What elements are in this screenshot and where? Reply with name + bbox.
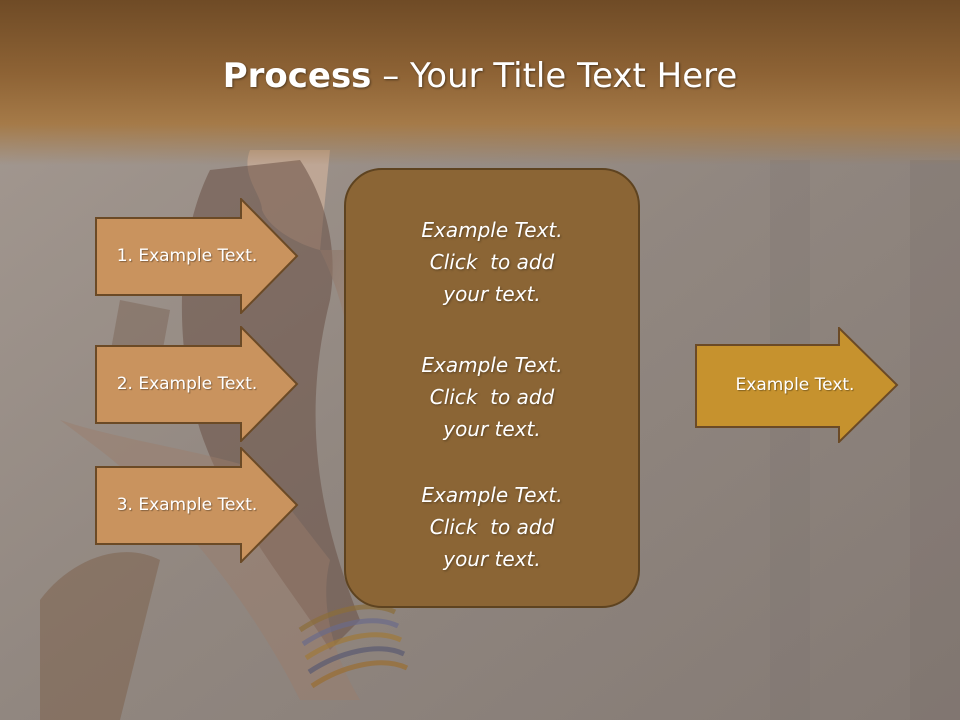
step-label: 3. Example Text. [116, 495, 258, 515]
panel-line: your text. [443, 547, 541, 571]
panel-line: Click to add [429, 515, 555, 539]
panel-line: your text. [443, 417, 541, 441]
panel-line: Click to add [429, 250, 555, 274]
step-label: 1. Example Text. [116, 246, 258, 266]
panel-block-2: Example Text. Click to add your text. [346, 349, 638, 445]
result-arrow[interactable]: Example Text. [695, 327, 899, 443]
slide-title[interactable]: Process – Your Title Text Here [0, 54, 960, 98]
arrow-shape-icon [95, 447, 299, 563]
panel-line: Click to add [429, 385, 555, 409]
step-arrow-3[interactable]: 3. Example Text. [95, 447, 299, 563]
panel-block-1: Example Text. Click to add your text. [346, 214, 638, 310]
panel-line: Example Text. [421, 483, 563, 507]
panel-line: Example Text. [421, 353, 563, 377]
step-arrow-1[interactable]: 1. Example Text. [95, 198, 299, 314]
title-band [0, 0, 960, 165]
result-label: Example Text. [735, 375, 855, 395]
arrow-shape-icon [95, 326, 299, 442]
title-rest: – Your Title Text Here [371, 56, 738, 96]
panel-line: Example Text. [421, 218, 563, 242]
step-arrow-2[interactable]: 2. Example Text. [95, 326, 299, 442]
panel-block-3: Example Text. Click to add your text. [346, 479, 638, 575]
panel-line: your text. [443, 282, 541, 306]
title-bold: Process [222, 56, 372, 96]
content-panel[interactable]: Example Text. Click to add your text. Ex… [344, 168, 640, 608]
arrow-shape-icon [695, 327, 899, 443]
arrow-shape-icon [95, 198, 299, 314]
step-label: 2. Example Text. [116, 374, 258, 394]
